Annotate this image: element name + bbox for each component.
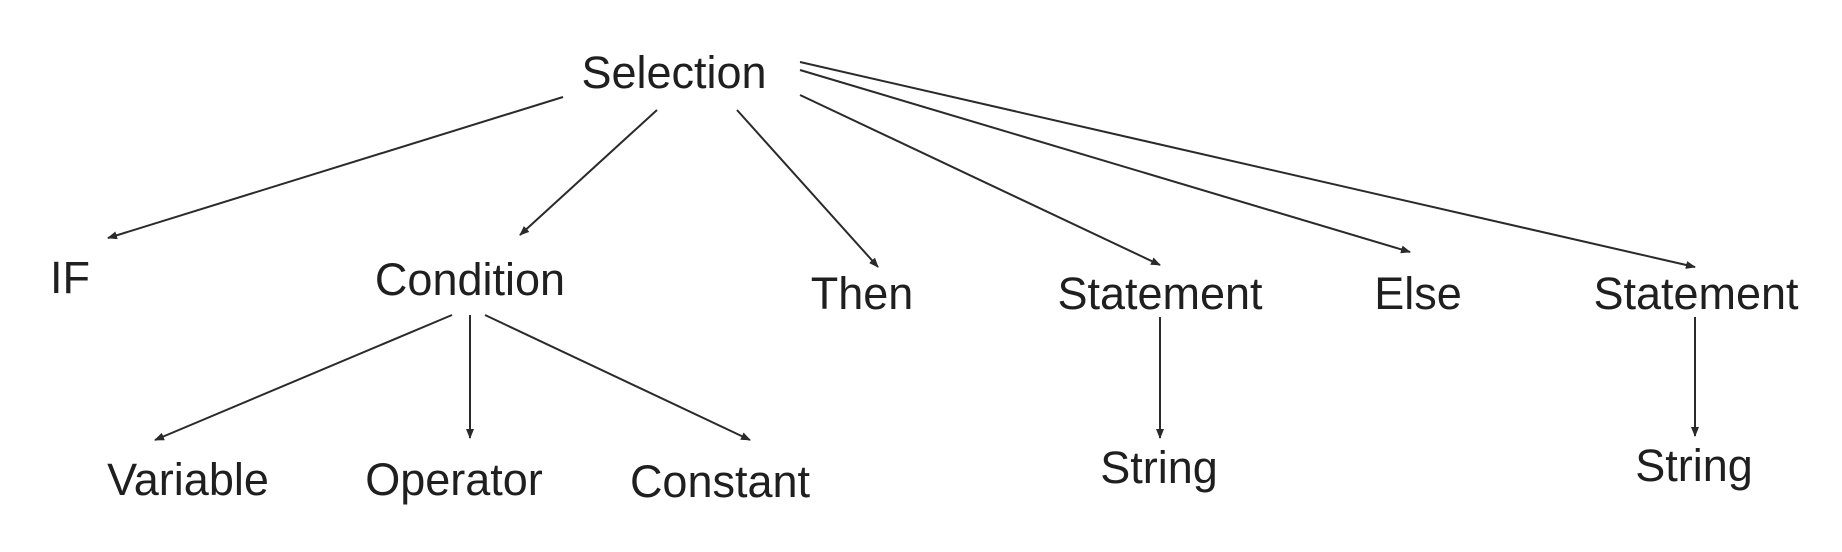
edge-layer	[107, 61, 1699, 441]
edge-selection-condition	[519, 109, 658, 236]
node-operator: Operator	[365, 454, 543, 505]
edge-condition-constant	[484, 314, 751, 441]
node-string-1: String	[1100, 442, 1218, 493]
node-else: Else	[1374, 268, 1462, 319]
edge-condition-variable	[154, 314, 453, 441]
node-variable: Variable	[107, 454, 269, 505]
edge-selection-statement-1	[799, 94, 1161, 266]
node-then: Then	[811, 268, 914, 319]
node-constant: Constant	[630, 456, 811, 507]
edge-selection-statement-2	[799, 61, 1696, 269]
node-if: IF	[50, 252, 90, 303]
node-statement-1: Statement	[1057, 268, 1263, 319]
node-statement-2: Statement	[1593, 268, 1799, 319]
node-condition: Condition	[375, 254, 565, 305]
node-selection: Selection	[581, 47, 766, 98]
edge-selection-else	[799, 69, 1411, 254]
edge-selection-then	[736, 109, 879, 268]
node-string-2: String	[1635, 440, 1753, 491]
node-layer: Selection IF Condition Then Statement El…	[50, 47, 1799, 507]
edge-selection-if	[107, 96, 564, 240]
